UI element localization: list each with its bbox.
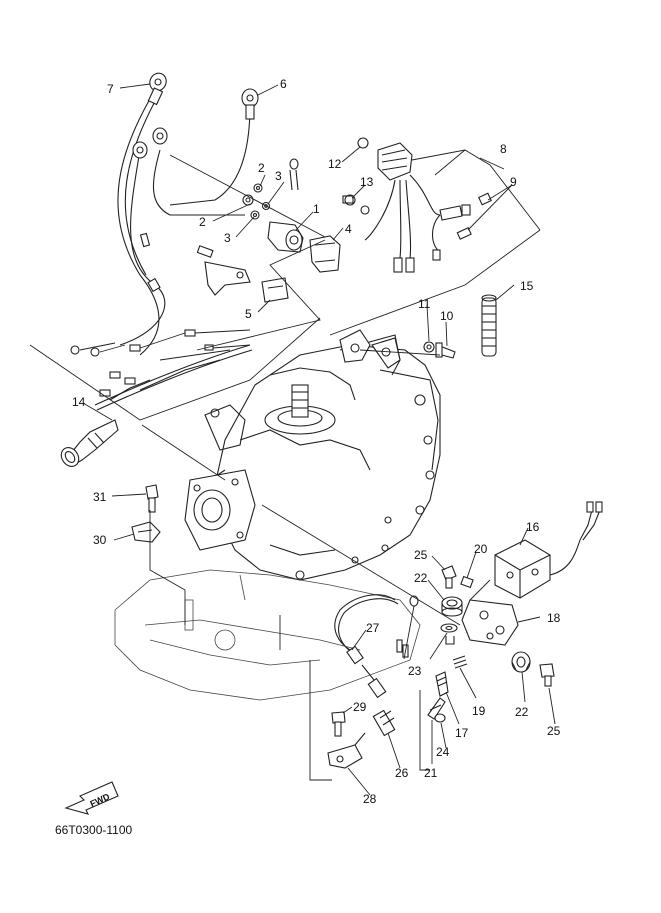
callout-16: 16 (526, 520, 540, 534)
mount-fasteners (423, 294, 497, 359)
wire-harness (60, 89, 253, 467)
left-clamp (131, 484, 161, 543)
callout-8: 8 (500, 142, 507, 156)
callout-leaders (82, 83, 556, 796)
callout-7: 7 (107, 82, 114, 96)
cdi-unit (461, 501, 603, 646)
lower-cowling-outline (114, 569, 421, 701)
callout-20: 20 (474, 542, 488, 556)
callout-23: 23 (408, 664, 422, 678)
callout-3-upper: 3 (275, 169, 282, 183)
callout-26: 26 (395, 766, 409, 780)
reference-code: 66T0300-1100 (55, 823, 133, 837)
callout-11: 11 (418, 297, 431, 311)
callout-12: 12 (328, 157, 342, 171)
callout-30: 30 (93, 533, 107, 547)
thermo-switch-assembly (327, 594, 409, 769)
rectifier-regulator (342, 137, 492, 273)
callout-numbers: 7 6 2 3 2 3 1 4 5 8 12 13 9 11 10 15 14 … (72, 77, 561, 806)
callout-9: 9 (510, 175, 517, 189)
callout-4: 4 (345, 222, 352, 236)
callout-2-lower: 2 (199, 215, 206, 229)
fwd-arrow: FWD (64, 781, 119, 815)
assembly-frame-lines (29, 149, 541, 781)
callout-25-lower: 25 (547, 724, 561, 738)
callout-18: 18 (547, 611, 561, 625)
callout-25-upper: 25 (414, 548, 428, 562)
callout-21: 21 (424, 766, 438, 780)
callout-28: 28 (363, 792, 377, 806)
callout-31: 31 (93, 490, 107, 504)
callout-2-upper: 2 (258, 161, 265, 175)
callout-22-lower: 22 (515, 705, 529, 719)
callout-5: 5 (245, 307, 252, 321)
callout-15: 15 (520, 279, 534, 293)
callout-29: 29 (353, 700, 367, 714)
callout-27: 27 (366, 621, 380, 635)
callout-13: 13 (360, 175, 374, 189)
callout-10: 10 (440, 309, 454, 323)
callout-19: 19 (472, 704, 486, 718)
battery-lead-terminals (132, 72, 259, 159)
callout-24: 24 (436, 745, 450, 759)
starter-relay (196, 158, 341, 303)
callout-1: 1 (313, 202, 320, 216)
callout-6: 6 (280, 77, 287, 91)
small-fasteners (409, 565, 555, 723)
engine-block (184, 329, 441, 581)
callout-17: 17 (455, 726, 469, 740)
callout-3-lower: 3 (224, 231, 231, 245)
callout-22-upper: 22 (414, 571, 428, 585)
callout-14: 14 (72, 395, 86, 409)
